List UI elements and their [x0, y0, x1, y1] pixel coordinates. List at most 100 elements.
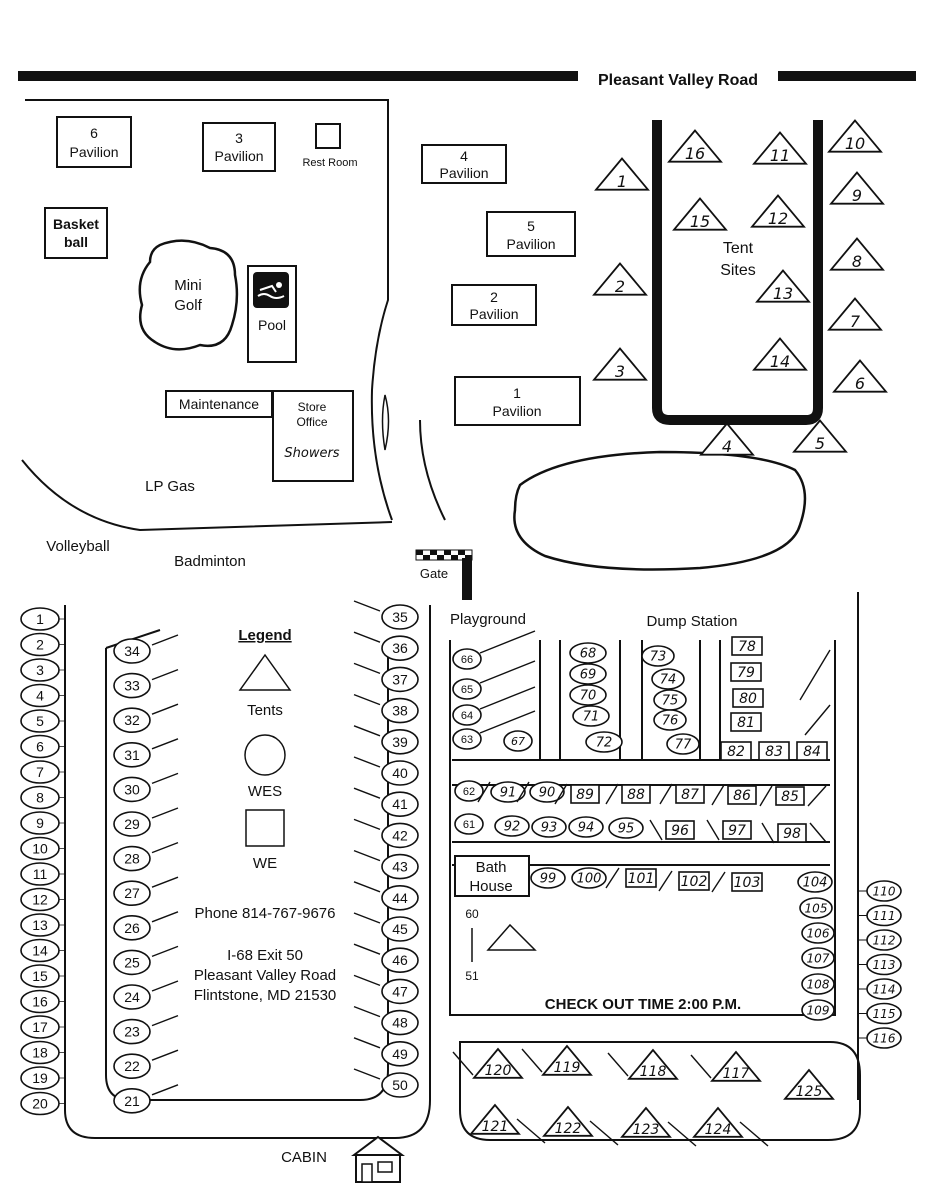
tent-site-3[interactable]: 3: [592, 347, 648, 381]
site-46[interactable]: 46: [353, 943, 419, 974]
site-63[interactable]: 63: [452, 728, 482, 750]
site-73[interactable]: 73: [641, 645, 675, 667]
site-10[interactable]: 10: [20, 836, 60, 861]
site-26[interactable]: 26: [113, 911, 179, 941]
site-105[interactable]: 105: [799, 897, 833, 919]
tent-site-117[interactable]: 117: [710, 1050, 762, 1082]
site-6[interactable]: 6: [20, 734, 60, 759]
tent-site-12[interactable]: 12: [750, 194, 806, 228]
site-77[interactable]: 77: [666, 733, 700, 755]
site-92[interactable]: 92: [494, 815, 530, 837]
site-97[interactable]: 97: [722, 820, 752, 840]
site-68[interactable]: 68: [569, 642, 607, 664]
site-27[interactable]: 27: [113, 876, 179, 907]
tent-site-11[interactable]: 11: [752, 131, 808, 165]
site-34[interactable]: 34: [113, 634, 179, 664]
site-116[interactable]: 116: [866, 1027, 902, 1049]
site-20[interactable]: 20: [20, 1091, 60, 1116]
site-69[interactable]: 69: [569, 663, 607, 685]
site-72[interactable]: 72: [585, 731, 623, 753]
site-88[interactable]: 88: [621, 784, 651, 804]
site-44[interactable]: 44: [353, 881, 419, 911]
tent-site-10[interactable]: 10: [827, 119, 883, 153]
site-66[interactable]: 66: [452, 648, 482, 670]
site-32[interactable]: 32: [113, 703, 179, 734]
site-47[interactable]: 47: [353, 974, 419, 1005]
site-100[interactable]: 100: [571, 867, 607, 889]
site-3[interactable]: 3: [20, 658, 60, 682]
site-43[interactable]: 43: [353, 849, 419, 880]
tent-site-6[interactable]: 6: [832, 359, 888, 393]
site-45[interactable]: 45: [353, 912, 419, 942]
site-25[interactable]: 25: [113, 945, 179, 976]
site-79[interactable]: 79: [730, 662, 762, 682]
site-61[interactable]: 61: [454, 813, 484, 835]
site-74[interactable]: 74: [651, 668, 685, 690]
site-5[interactable]: 5: [20, 709, 60, 733]
site-76[interactable]: 76: [653, 709, 687, 731]
site-112[interactable]: 112: [866, 929, 902, 951]
site-75[interactable]: 75: [653, 689, 687, 711]
site-42[interactable]: 42: [353, 818, 419, 849]
site-90[interactable]: 90: [529, 781, 565, 803]
site-65[interactable]: 65: [452, 678, 482, 700]
site-1[interactable]: 1: [20, 607, 60, 631]
tent-site-4[interactable]: 4: [699, 422, 755, 456]
site-29[interactable]: 29: [113, 807, 179, 837]
site-22[interactable]: 22: [113, 1049, 179, 1079]
site-30[interactable]: 30: [113, 772, 179, 803]
site-37[interactable]: 37: [353, 662, 419, 693]
tent-site-16[interactable]: 16: [667, 129, 723, 163]
site-2[interactable]: 2: [20, 632, 60, 657]
site-113[interactable]: 113: [866, 953, 902, 976]
site-70[interactable]: 70: [569, 684, 607, 706]
site-48[interactable]: 48: [353, 1005, 419, 1036]
tent-site-125[interactable]: 125: [783, 1068, 835, 1100]
site-38[interactable]: 38: [353, 693, 419, 724]
site-31[interactable]: 31: [113, 738, 179, 768]
site-23[interactable]: 23: [113, 1014, 179, 1045]
site-13[interactable]: 13: [20, 913, 60, 937]
site-95[interactable]: 95: [608, 817, 644, 839]
tent-site-7[interactable]: 7: [827, 297, 883, 331]
site-106[interactable]: 106: [801, 922, 835, 944]
site-39[interactable]: 39: [353, 725, 419, 755]
site-40[interactable]: 40: [353, 756, 419, 786]
site-82[interactable]: 82: [720, 741, 752, 761]
tent-site-2[interactable]: 2: [592, 262, 648, 296]
site-87[interactable]: 87: [675, 784, 705, 804]
tent-site-118[interactable]: 118: [627, 1048, 679, 1080]
site-109[interactable]: 109: [801, 999, 835, 1021]
site-84[interactable]: 84: [796, 741, 828, 761]
site-11[interactable]: 11: [20, 862, 60, 886]
site-89[interactable]: 89: [570, 784, 600, 804]
tent-site-124[interactable]: 124: [692, 1106, 744, 1138]
site-14[interactable]: 14: [20, 938, 60, 963]
site-21[interactable]: 21: [113, 1084, 179, 1114]
site-78[interactable]: 78: [731, 636, 763, 656]
tent-site-14[interactable]: 14: [752, 337, 808, 371]
site-81[interactable]: 81: [730, 712, 762, 732]
site-80[interactable]: 80: [732, 688, 764, 708]
tent-site-123[interactable]: 123: [620, 1106, 672, 1138]
site-4[interactable]: 4: [20, 683, 60, 708]
site-85[interactable]: 85: [775, 786, 805, 806]
site-104[interactable]: 104: [797, 871, 833, 893]
site-114[interactable]: 114: [866, 978, 902, 1000]
site-19[interactable]: 19: [20, 1066, 60, 1090]
tent-site-1[interactable]: 1: [594, 157, 650, 191]
site-17[interactable]: 17: [20, 1015, 60, 1039]
site-50[interactable]: 50: [353, 1068, 419, 1098]
tent-site-5[interactable]: 5: [792, 419, 848, 453]
tent-site-121[interactable]: 121: [469, 1103, 521, 1135]
site-33[interactable]: 33: [113, 668, 179, 699]
site-15[interactable]: 15: [20, 964, 60, 988]
site-111[interactable]: 111: [866, 904, 902, 927]
site-94[interactable]: 94: [568, 816, 604, 838]
site-102[interactable]: 102: [678, 871, 710, 891]
site-64[interactable]: 64: [452, 704, 482, 726]
site-16[interactable]: 16: [20, 989, 60, 1014]
site-8[interactable]: 8: [20, 785, 60, 810]
site-35[interactable]: 35: [353, 600, 419, 630]
site-24[interactable]: 24: [113, 980, 179, 1010]
